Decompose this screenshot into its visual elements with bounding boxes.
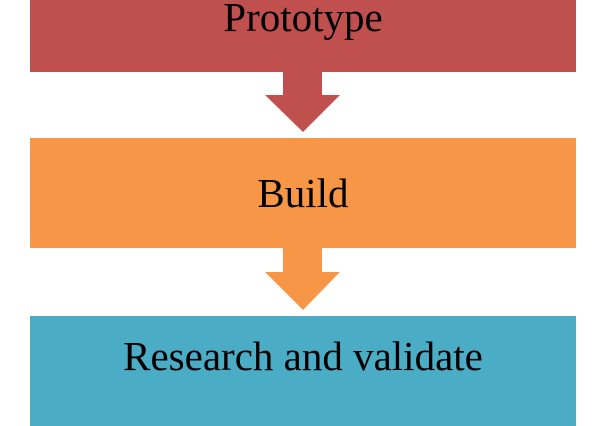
step-label: Prototype [223, 0, 383, 40]
step-prototype: Prototype [30, 0, 576, 72]
step-research-and-validate: Research and validate [30, 316, 576, 426]
step-build: Build [30, 138, 576, 248]
down-arrow-icon [265, 72, 340, 132]
arrows [265, 72, 340, 310]
step-label: Research and validate [123, 333, 483, 379]
down-arrow-icon [265, 248, 340, 310]
step-label: Build [257, 170, 349, 216]
